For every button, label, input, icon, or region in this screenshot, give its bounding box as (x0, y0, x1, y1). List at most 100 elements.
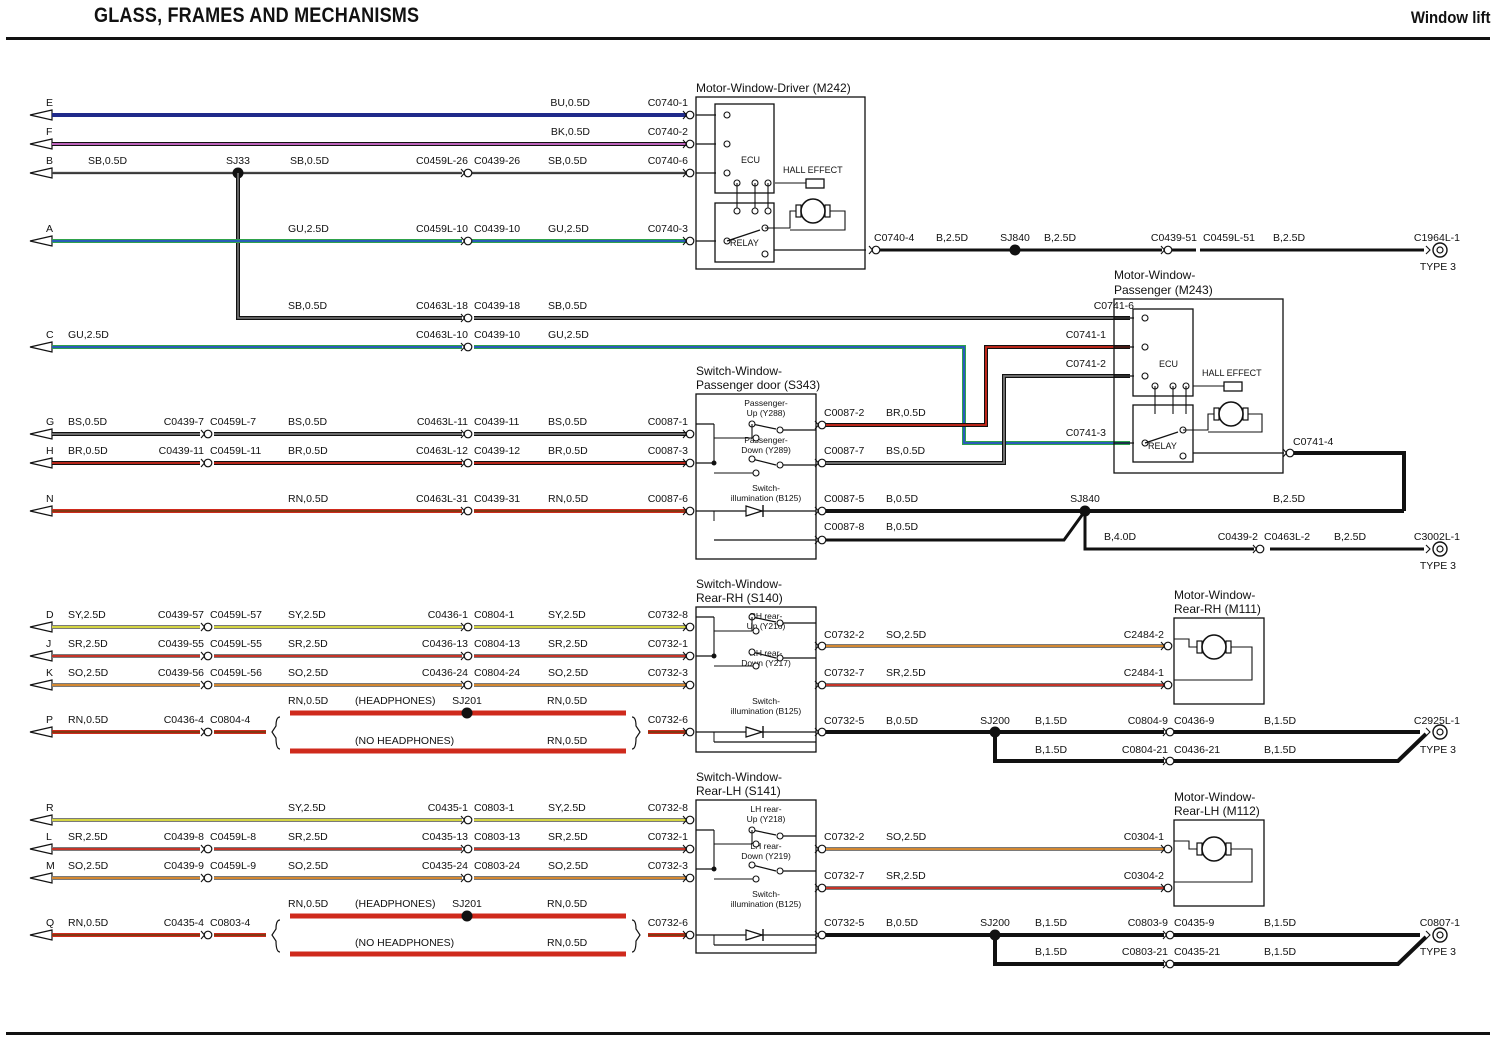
connector-c0436-4 (200, 727, 213, 737)
wire-label: C0439-51 (1151, 232, 1197, 244)
switch-s343-contact-pin (752, 469, 760, 477)
wire-label: C0439-9 (164, 860, 204, 872)
wire-label: (HEADPHONES) (355, 898, 436, 910)
connector-ring (1165, 727, 1175, 737)
wire-label: C0732-2 (824, 629, 864, 641)
wire-label: B,0.5D (886, 917, 919, 929)
connector-chevron (460, 342, 466, 352)
motor-m243-title-1: Motor-Window- (1114, 268, 1195, 282)
m243-pin (1141, 343, 1149, 351)
connector-c0435-24 (460, 873, 473, 883)
connector-ring (203, 727, 213, 737)
connector-chevron (1160, 883, 1166, 893)
connector-ring (203, 930, 213, 940)
connector-c0740-4 (868, 245, 881, 255)
harness-arrow-d (29, 621, 53, 633)
splice-sj200-lh (989, 929, 1001, 941)
brace-left-p (271, 716, 281, 750)
connector-c0087-6 (682, 506, 695, 516)
connector-c0439-8 (200, 844, 213, 854)
wire-label: (NO HEADPHONES) (355, 735, 454, 747)
wire-label: SB,0.5D (548, 155, 588, 167)
wire-label: C0459L-57 (210, 609, 262, 621)
wire-label: GU,2.5D (548, 329, 589, 341)
connector-c0436-13 (460, 651, 473, 661)
wire-label: BR,0.5D (68, 445, 108, 457)
wire-label: C0459L-11 (210, 445, 261, 457)
wire-label: C0435-13 (422, 831, 468, 843)
switch-s141-up-contact (751, 829, 777, 836)
connector-ring (1163, 641, 1173, 651)
wire-label: SO,2.5D (548, 860, 589, 872)
connector-chevron (460, 622, 466, 632)
wire-gu-m243-stripe (474, 346, 1130, 444)
wire-label: C0732-8 (648, 802, 688, 814)
motor-m111-lead (1174, 638, 1197, 648)
connector-ring (817, 844, 827, 854)
switch-s140-contact-pin (752, 662, 760, 670)
connector-chevron (1162, 756, 1168, 766)
wire-label: C0436-4 (164, 714, 204, 726)
wire-label: C0439-10 (474, 223, 520, 235)
m242-pin (723, 169, 731, 177)
connector-ring (685, 873, 695, 883)
switch-s343-diode (745, 505, 765, 517)
connector-chevron (682, 622, 688, 632)
connector-c0439-55 (200, 651, 213, 661)
connector-ring (871, 245, 881, 255)
wire-label: RN,0.5D (548, 493, 589, 505)
switch-s140-title-2: Rear-RH (S140) (696, 591, 783, 605)
connector-c0804-9 (1162, 727, 1175, 737)
wire-label: C0459L-56 (210, 667, 262, 679)
switch-s140-down-label: Down (Y217) (741, 658, 791, 668)
connector-ring (1165, 930, 1175, 940)
wire-label: C0463L-11 (417, 416, 468, 428)
wire-label: C0804-21 (1122, 744, 1168, 756)
harness-arrow-b (29, 167, 53, 179)
connector-c0439-7 (200, 429, 213, 439)
wire-label: C0439-11 (159, 445, 204, 457)
wire-label: BR,0.5D (548, 445, 588, 457)
connector-ring (1255, 544, 1265, 554)
m242-ecu-box (714, 103, 775, 194)
wire-label: C0087-8 (824, 521, 864, 533)
wire-label: C0740-2 (648, 126, 688, 138)
wire-label: RN,0.5D (547, 898, 588, 910)
wire-label: RN,0.5D (547, 695, 588, 707)
wire-id-c: C (46, 329, 54, 341)
wire-label: B,1.5D (1035, 715, 1068, 727)
m242-relay-pin (761, 250, 769, 258)
wire-label: C0087-5 (824, 493, 864, 505)
harness-arrow-r (29, 814, 53, 826)
motor-m242-box (695, 96, 866, 270)
wire-label: B,2.5D (936, 232, 969, 244)
footer-rule (6, 1032, 1490, 1035)
wire-id-r: R (46, 802, 54, 814)
connector-chevron (1160, 680, 1166, 690)
connector-chevron (682, 727, 688, 737)
wire-label: C0741-2 (1066, 358, 1106, 370)
wire-label: C0459L-9 (210, 860, 256, 872)
wire-label: C0304-2 (1124, 870, 1164, 882)
wire-label: C0803-21 (1122, 946, 1168, 958)
switch-s141-down-label: LH rear- (750, 841, 781, 851)
wire-label: C0435-21 (1174, 946, 1220, 958)
header-rule (6, 37, 1490, 40)
wire-br-m243 (826, 345, 1130, 427)
connector-ring (463, 342, 473, 352)
wire-label: SR,2.5D (68, 638, 108, 650)
wire-label: C0436-24 (422, 667, 468, 679)
wire-label: SY,2.5D (288, 609, 326, 621)
motor-m111-title-1: Motor-Window- (1174, 588, 1255, 602)
switch-s343-illum-label: Switch- (752, 483, 780, 493)
harness-arrow-l (29, 843, 53, 855)
m243-relay-box (1132, 404, 1194, 463)
switch-s343-contact-pin (752, 434, 760, 442)
connector-chevron (1162, 930, 1168, 940)
connector-chevron (1162, 959, 1168, 969)
connector-chevron (200, 622, 206, 632)
wire-label: C0435-9 (1174, 917, 1214, 929)
wire-label: B,2.5D (1273, 493, 1306, 505)
wire-label: SJ840 (1070, 493, 1100, 505)
wire-label: RN,0.5D (288, 493, 329, 505)
